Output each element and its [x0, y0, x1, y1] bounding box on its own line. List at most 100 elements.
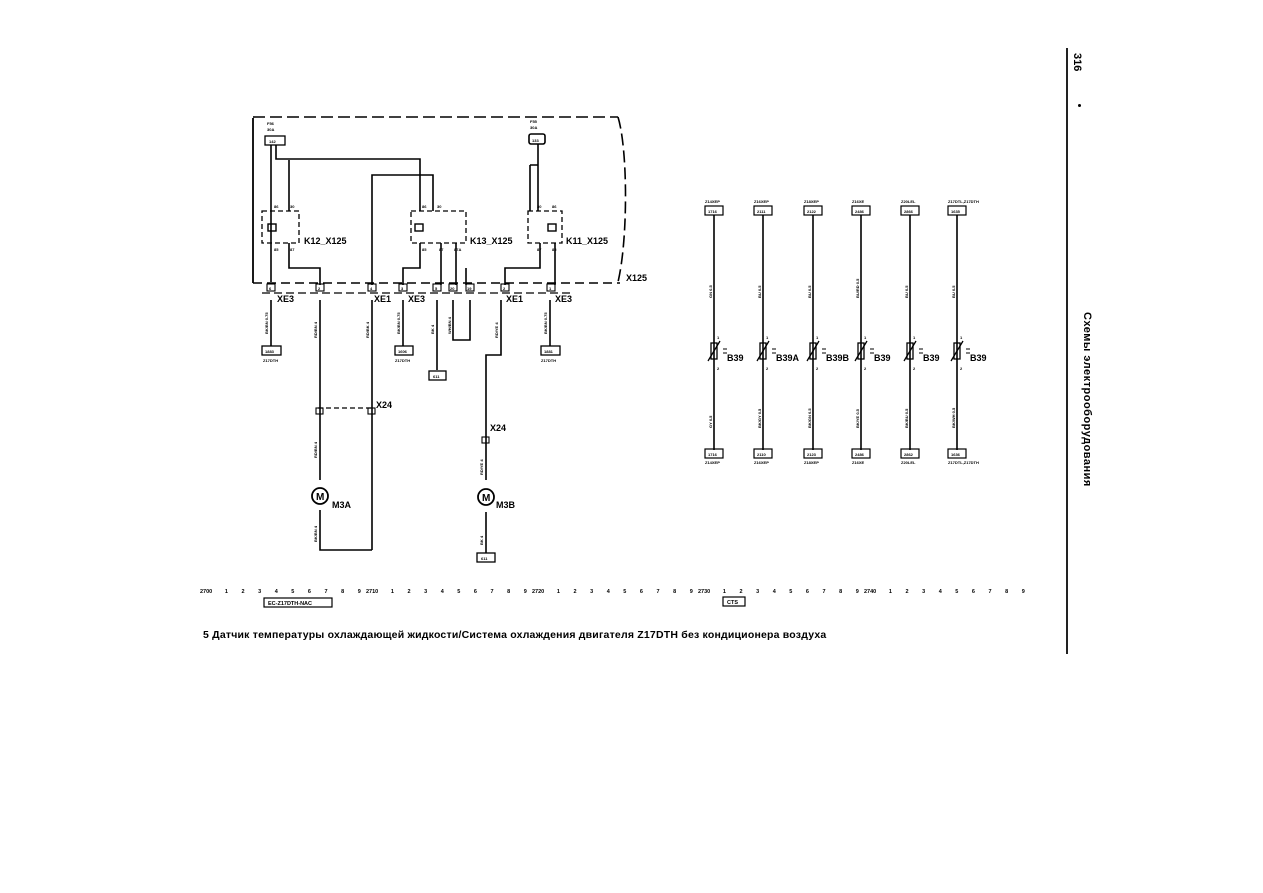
- ruler-major-2710: 2710: [366, 589, 378, 595]
- sensor-wire-bottom-0: GY 0.5: [708, 415, 713, 428]
- x24-b-pin: [481, 436, 490, 444]
- terminal-1881-sub: Z17DTH: [541, 358, 556, 363]
- sensor-slash-1: [756, 340, 770, 362]
- ruler-minor: 7: [325, 589, 328, 595]
- ruler-major-2700: 2700: [200, 589, 212, 595]
- ruler-minor: 7: [491, 589, 494, 595]
- terminal-611-b: 611: [481, 556, 488, 561]
- sensor-bottom-label-4: Z20LEL: [901, 460, 916, 465]
- fuse-left-rating: 30A: [267, 127, 274, 132]
- sensor-wire-top-1: BU 0.5: [757, 285, 762, 298]
- sensor-bottom-id-3: 2486: [855, 452, 865, 457]
- sensor-slash-0: [707, 340, 721, 362]
- ruler-minor: 4: [441, 589, 445, 595]
- ruler-minor: 3: [922, 589, 925, 595]
- wire-label-12: BK 4: [479, 535, 484, 545]
- sensor-pin1-5: 1: [960, 335, 963, 340]
- section-title: Схемы электрооборудования: [1081, 312, 1093, 487]
- terminal-1881: 1881: [544, 349, 554, 354]
- sensor-body-3: [857, 342, 865, 360]
- sensor-theta-2: [822, 348, 826, 354]
- connector-xe3-b: XE3: [408, 294, 425, 304]
- sensor-name-4: B39: [923, 353, 940, 363]
- sensor-pin2-0: 2: [717, 366, 720, 371]
- relay-k13-label: K13_X125: [470, 236, 513, 246]
- ruler-minor: 1: [889, 589, 892, 595]
- sensor-theta-4: [919, 348, 923, 354]
- ruler-minor: 8: [341, 589, 344, 595]
- sensor-top-label-2: Z18XEP: [804, 199, 819, 204]
- sensor-wire-bottom-5: BK/WH 0.5: [951, 407, 956, 428]
- ruler-minor: 7: [823, 589, 826, 595]
- sensor-wire-bottom-3: BK/YE 0.5: [855, 408, 860, 428]
- sensor-top-label-5: Z17DTL,Z17DTH: [948, 199, 979, 204]
- ruler-minor: 4: [607, 589, 611, 595]
- sensor-top-id-5: 1635: [951, 209, 961, 214]
- fuse-right-id: 133: [532, 138, 539, 143]
- motor-m3b-glyph: M: [482, 493, 490, 504]
- terminal-1606: 1606: [398, 349, 408, 354]
- sensor-theta-5: [966, 348, 970, 354]
- ruler-minor: 3: [756, 589, 759, 595]
- terminal-611-a: 611: [433, 374, 440, 379]
- wire-label-1: BK/BN 0.75: [264, 312, 269, 334]
- sensor-theta-0: [723, 348, 727, 354]
- sensor-name-0: B39: [727, 353, 744, 363]
- terminal-1883: 1883: [265, 349, 275, 354]
- wire-fuse-left-branch: [275, 145, 421, 211]
- connector-xe3-c: XE3: [555, 294, 572, 304]
- page-number: 316: [1071, 53, 1083, 72]
- sensor-top-box-5: [947, 205, 967, 216]
- sensor-top-box-4: [900, 205, 920, 216]
- sensor-bottom-box-3: [851, 448, 871, 459]
- sensor-pin1-3: 1: [864, 335, 867, 340]
- ruler-minor: 4: [773, 589, 777, 595]
- wire-label-3: RD/BK 4: [365, 321, 370, 338]
- wire-label-8: BK/BN 0.75: [543, 312, 548, 334]
- page-dot: [1078, 104, 1081, 107]
- sensor-top-box-1: [753, 205, 773, 216]
- ruler-minor: 1: [723, 589, 726, 595]
- ruler-major-2740: 2740: [864, 589, 876, 595]
- ruler-major-2730: 2730: [698, 589, 710, 595]
- pin-1: 1: [549, 286, 552, 291]
- sensor-bottom-id-2: 2123: [807, 452, 817, 457]
- sensor-wire-top-5: BU 0.5: [951, 285, 956, 298]
- box-label-x125: X125: [626, 273, 647, 283]
- sensor-slash-5: [950, 340, 964, 362]
- ruler-tag-right-box: [722, 596, 746, 607]
- connector-x24-b: X24: [490, 423, 506, 433]
- sensor-wire-top-0: GN 0.5: [708, 285, 713, 298]
- ruler-minor: 8: [1005, 589, 1008, 595]
- k11-pin-30: 30: [537, 204, 542, 209]
- wire-label-9: RD/YE 4: [479, 459, 484, 475]
- sensor-slash-2: [806, 340, 820, 362]
- ruler-minor: 1: [391, 589, 394, 595]
- pin-20: 20: [450, 286, 455, 291]
- x24-pin-right: [367, 407, 376, 415]
- wire-label-2: RD/BN 4: [313, 321, 318, 338]
- k13-pin-30: 30: [437, 204, 442, 209]
- fuse-left-box: [264, 135, 286, 146]
- sensor-top-box-2: [803, 205, 823, 216]
- terminal-1606-sub: Z17DTH: [395, 358, 410, 363]
- pin-5: 5: [435, 286, 438, 291]
- sensor-bottom-id-0: 1716: [708, 452, 718, 457]
- k12-pin-85: 85: [274, 247, 279, 252]
- k12-pin-30: 30: [290, 204, 295, 209]
- fuse-left-name: F56: [267, 121, 275, 126]
- sensor-bottom-box-2: [803, 448, 823, 459]
- sensor-bottom-id-4: 2862: [904, 452, 914, 457]
- sensor-bottom-box-4: [900, 448, 920, 459]
- sensor-body-1: [759, 342, 767, 360]
- sensor-top-id-3: 2486: [855, 209, 865, 214]
- ruler-minor: 4: [275, 589, 279, 595]
- sensor-top-box-0: [704, 205, 724, 216]
- relay-k13-coil: [414, 223, 424, 232]
- relay-k11-label: K11_X125: [566, 236, 608, 246]
- terminal-1883-sub: Z17DTH: [263, 358, 278, 363]
- connector-xe1-b: XE1: [506, 294, 523, 304]
- sensor-theta-1: [772, 348, 776, 354]
- sensor-wire-bottom-2: BK/GN 0.5: [807, 408, 812, 428]
- ruler-minor: 6: [474, 589, 477, 595]
